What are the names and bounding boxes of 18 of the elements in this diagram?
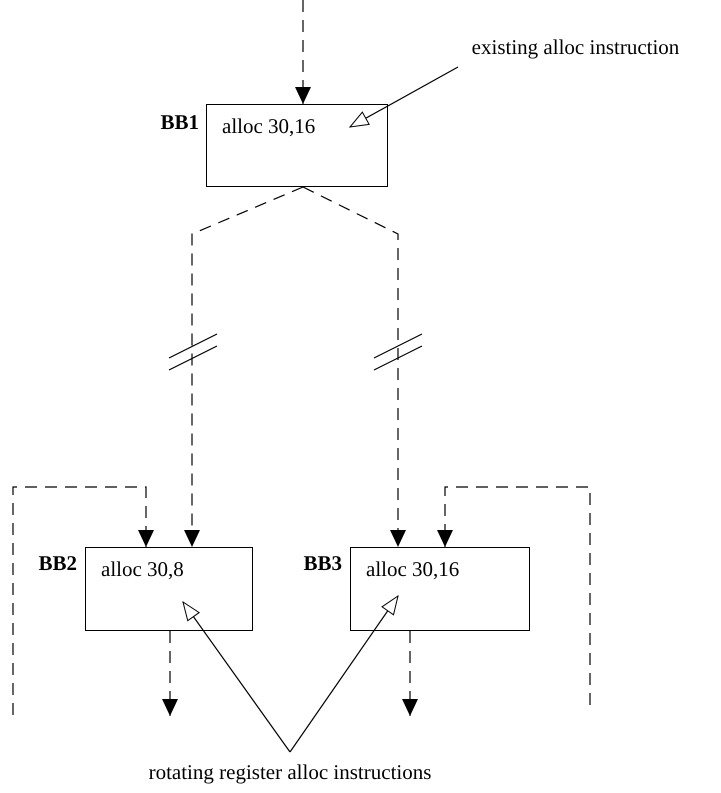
leader-line (182, 602, 290, 752)
instruction-text: alloc 30,8 (101, 557, 184, 581)
leader-line (350, 66, 458, 128)
arrow (295, 0, 311, 104)
note-text: rotating register alloc instructions (95, 758, 485, 786)
instruction-text: alloc 30,16 (366, 557, 460, 581)
arrow (302, 186, 406, 547)
arrow (184, 186, 304, 547)
note-text: existing alloc instruction (430, 33, 721, 61)
arrow (162, 631, 178, 716)
block-label: BB3 (303, 550, 342, 576)
arrow (12, 486, 154, 715)
arrow (402, 631, 418, 716)
block-label: BB1 (160, 109, 199, 135)
block-label: BB2 (38, 550, 77, 576)
arrow (437, 486, 591, 705)
instruction-text: alloc 30,16 (222, 114, 316, 138)
leader-line (290, 596, 398, 752)
